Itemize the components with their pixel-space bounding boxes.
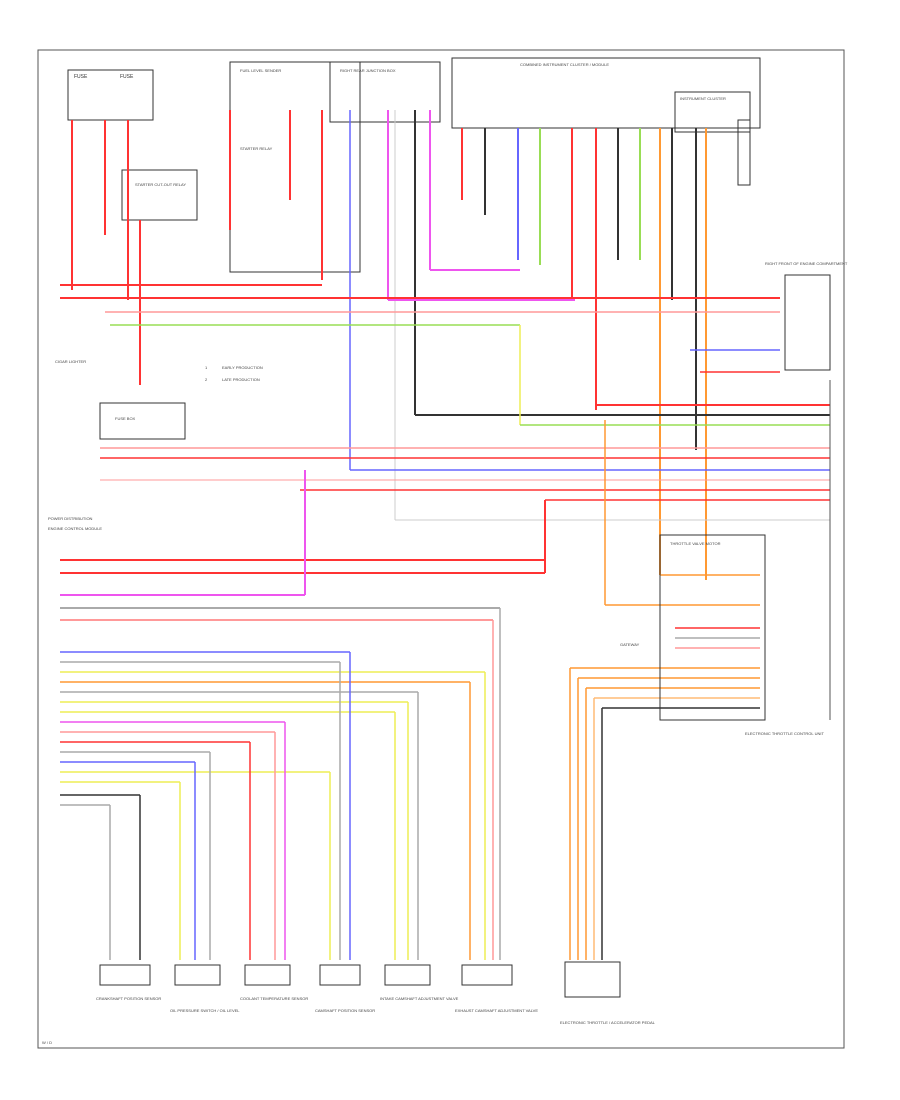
page-ref: W / D bbox=[42, 1040, 52, 1045]
right-front-box bbox=[784, 274, 831, 371]
module-top-label: COMBINED INSTRUMENT CLUSTER / MODULE bbox=[520, 62, 609, 67]
relay-1-label: STARTER CUT-OUT RELAY bbox=[135, 182, 186, 187]
cigar-label: CIGAR LIGHTER bbox=[55, 359, 86, 364]
right-front-label: RIGHT FRONT OF ENGINE COMPARTMENT bbox=[765, 261, 848, 266]
legend-text-2: LATE PRODUCTION bbox=[222, 377, 260, 382]
module-top-box bbox=[451, 57, 761, 129]
engine-ctrl-label: ENGINE CONTROL MODULE bbox=[48, 526, 102, 531]
bottom-labels: CRANKSHAFT POSITION SENSOR OIL PRESSURE … bbox=[96, 996, 656, 1025]
cam-sensor-box bbox=[319, 964, 361, 986]
legend-text-1: EARLY PRODUCTION bbox=[222, 365, 263, 370]
legend-num-1: 1 bbox=[205, 365, 208, 370]
bottom-label-5: EXHAUST CAMSHAFT ADJUSTMENT VALVE bbox=[455, 1008, 538, 1013]
legend: 1 EARLY PRODUCTION 2 LATE PRODUCTION bbox=[205, 365, 263, 382]
relay-box bbox=[121, 169, 198, 221]
horizontal-wires bbox=[60, 269, 830, 521]
sensor-harness bbox=[60, 651, 485, 806]
oil-pressure-box bbox=[174, 964, 221, 986]
right-rear-jb-box bbox=[329, 61, 441, 123]
bottom-label-6: ELECTRONIC THROTTLE / ACCELERATOR PEDAL bbox=[560, 1020, 656, 1025]
fuse-box bbox=[99, 402, 186, 440]
fuse-box-label: FUSE BOX bbox=[115, 416, 136, 421]
coolant-temp-box bbox=[244, 964, 291, 986]
fuse-b-label: FUSE bbox=[120, 74, 134, 80]
relay-2-label: STARTER RELAY bbox=[240, 146, 273, 151]
bottom-label-1: OIL PRESSURE SWITCH / OIL LEVEL bbox=[170, 1008, 240, 1013]
fuel-level-label: FUEL LEVEL SENDER bbox=[240, 68, 281, 73]
throttle-unit-label: ELECTRONIC THROTTLE CONTROL UNIT bbox=[745, 731, 824, 736]
pedal-box bbox=[564, 961, 621, 998]
throttle-harness bbox=[569, 420, 760, 960]
fuse-block-top bbox=[67, 69, 154, 121]
top-left-wires bbox=[71, 110, 431, 520]
legend-num-2: 2 bbox=[205, 377, 208, 382]
connector-right bbox=[737, 119, 751, 186]
motor-label: THROTTLE VALVE MOTOR bbox=[670, 541, 721, 546]
right-rear-jb-label: RIGHT REAR JUNCTION BOX bbox=[340, 68, 396, 73]
bottom-label-4: INTAKE CAMSHAFT ADJUSTMENT VALVE bbox=[380, 996, 459, 1001]
crank-sensor-box bbox=[99, 964, 151, 986]
gateway-label: GATEWAY bbox=[620, 642, 640, 647]
throttle-unit-box bbox=[659, 534, 766, 721]
bottom-label-2: COOLANT TEMPERATURE SENSOR bbox=[240, 996, 308, 1001]
bottom-label-3: CAMSHAFT POSITION SENSOR bbox=[315, 1008, 375, 1013]
diagram-frame bbox=[37, 49, 845, 1049]
ecm-horizontal-wires bbox=[60, 470, 546, 621]
module-pin-stubs bbox=[461, 128, 707, 580]
bottom-components bbox=[99, 961, 621, 998]
exhaust-cam-box bbox=[461, 964, 513, 986]
sensor-drops bbox=[109, 608, 501, 960]
cluster-label: INSTRUMENT CLUSTER bbox=[680, 96, 726, 101]
bottom-label-0: CRANKSHAFT POSITION SENSOR bbox=[96, 996, 161, 1001]
fuse-a-label: FUSE bbox=[74, 74, 88, 80]
power-dist-label: POWER DISTRIBUTION bbox=[48, 516, 93, 521]
fuel-level-box bbox=[229, 61, 361, 273]
module-inner-box bbox=[674, 91, 751, 133]
intake-cam-box bbox=[384, 964, 431, 986]
